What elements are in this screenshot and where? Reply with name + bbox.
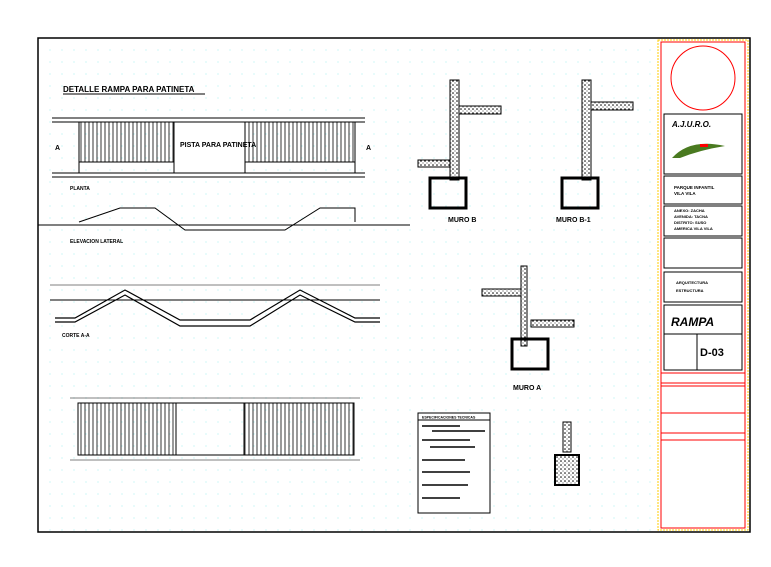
leaf-logo: [672, 143, 725, 158]
drawing-label: CORTE A-A: [62, 333, 90, 339]
drawing-label: A: [366, 145, 371, 152]
drawing-label: A: [55, 145, 60, 152]
drawing-label: DETALLE RAMPA PARA PATINETA: [63, 85, 195, 94]
drawing-label: PLANTA: [70, 186, 90, 192]
drawing-label: RAMPA: [671, 315, 714, 329]
drawing-label: MURO B: [448, 217, 476, 224]
drawing-label: ARQUITECTURA: [676, 280, 708, 285]
drawing-label: ELEVACION LATERAL: [70, 239, 123, 245]
drawing-label: D-03: [700, 347, 724, 359]
drawing-label: ESPECIFICACIONES TECNICAS: [422, 416, 476, 420]
sheet-border: [37, 37, 751, 533]
drawing-label: AMERICA VILA VILA: [674, 226, 713, 231]
drawing-label: MURO B-1: [556, 217, 591, 224]
drawing-label: DISTRITO: SUSO: [674, 220, 706, 225]
wall-a-detail: MURO A: [481, 265, 575, 392]
ramp-plan-lower: [70, 397, 360, 461]
footing-detail: [554, 421, 580, 486]
wall-b1-detail: MURO B-1: [556, 79, 634, 224]
drawing-label: PARQUE INFANTIL: [674, 185, 715, 190]
ramp-plan: DETALLE RAMPA PARA PATINETA PISTA PARA P…: [38, 85, 410, 245]
wall-b-detail: MURO B: [417, 79, 502, 224]
logo-stamp-circle: [670, 45, 736, 111]
drawing-label: ESTRUCTURA: [676, 288, 704, 293]
specs-table: ESPECIFICACIONES TECNICAS: [417, 412, 491, 514]
drawing-label: VILA VILA: [674, 191, 696, 196]
drawing-label: A.J.U.R.O.: [671, 120, 711, 129]
drawing-label: ANEXO: ZACHA: [674, 208, 705, 213]
title-block: A.J.U.R.O. PARQUE INFANTIL VILA VILA ANE…: [657, 39, 749, 531]
ramp-section: CORTE A-A: [50, 284, 380, 339]
drawing-label: PISTA PARA PATINETA: [180, 142, 256, 149]
drawing-label: AVENIDA: TACNA: [674, 214, 708, 219]
drawing-label: MURO A: [513, 385, 541, 392]
